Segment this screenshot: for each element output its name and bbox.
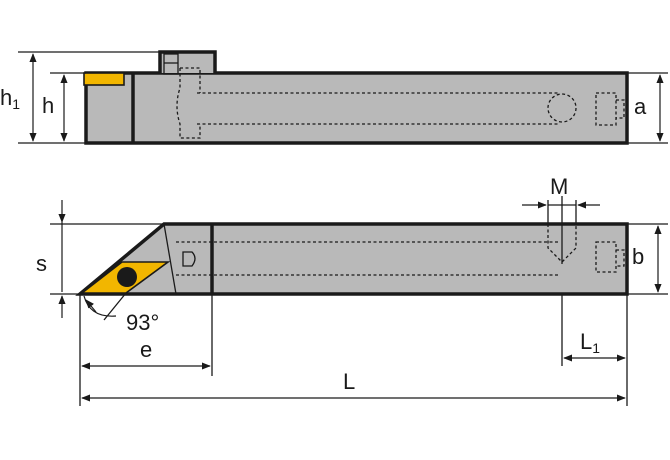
label-angle: 93° <box>126 310 159 335</box>
side-shank <box>84 71 629 145</box>
top-end-plug <box>595 241 617 273</box>
label-s: s <box>36 251 47 276</box>
label-l: L <box>343 369 355 394</box>
top-port-cone <box>547 224 577 263</box>
side-view <box>83 50 629 145</box>
side-clamp-bump <box>158 50 217 73</box>
side-coolant-head <box>176 67 201 139</box>
top-shank <box>75 222 629 296</box>
top-coolant-head <box>176 241 214 276</box>
top-end-plug-thread <box>616 249 625 267</box>
top-view <box>75 196 629 296</box>
dim-angle-leader <box>103 292 127 321</box>
label-a: a <box>634 94 647 119</box>
side-end-plug <box>595 92 617 126</box>
side-clamp-screw <box>163 53 179 75</box>
side-dimensions: h1 h a <box>0 51 668 144</box>
side-insert <box>83 72 125 86</box>
dim-angle-arc <box>83 295 117 317</box>
label-m: M <box>550 174 568 199</box>
top-insert-screw <box>117 267 137 287</box>
dim-angle-arrow <box>85 299 97 313</box>
top-clamp-screw <box>182 251 196 267</box>
top-dimensions: s b M 93° e L1 L <box>36 174 668 406</box>
side-coolant-port <box>547 93 577 123</box>
label-h1: h1 <box>0 85 20 112</box>
label-b: b <box>632 244 644 269</box>
top-head-chamfer <box>163 223 177 295</box>
label-h: h <box>42 93 54 118</box>
side-end-plug-thread <box>616 99 625 119</box>
label-l1: L1 <box>580 329 600 356</box>
label-e: e <box>140 337 152 362</box>
